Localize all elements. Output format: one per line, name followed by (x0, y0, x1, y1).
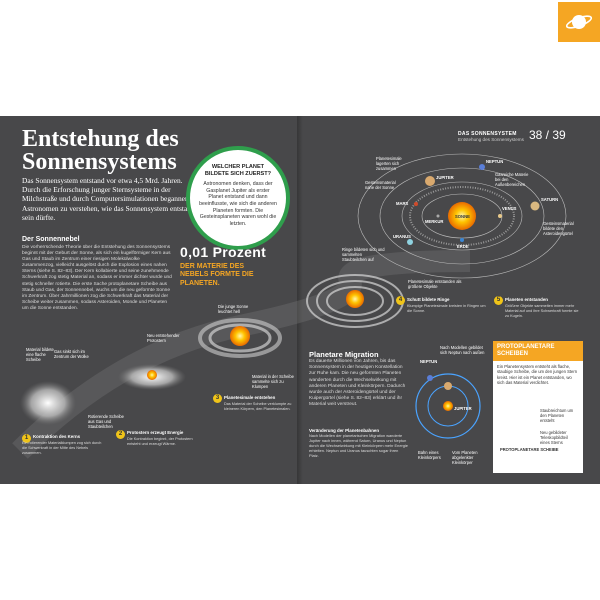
migration-text: Es dauerte Millionen von Jahren, bis das… (309, 359, 406, 408)
planet-mars-dot (414, 202, 418, 206)
step-5-title: Planeten entstanden (505, 297, 548, 302)
stage2-protostar (147, 370, 157, 380)
step-3-title: Planetesimale entstehen (224, 395, 276, 400)
planet-label-venus: VENUS (502, 206, 517, 211)
step-3-number: 3 (213, 394, 222, 403)
step-2-number: 2 (116, 430, 125, 439)
step-4-text: Klumpige Planetesimale kreisten in Ringe… (407, 304, 486, 313)
page-numbers: 38 / 39 (529, 128, 566, 142)
planet-jupiter-dot (425, 176, 435, 186)
step-5-number: 5 (494, 296, 503, 305)
label-gas-cloud: Gas sinkt sich im Zentrum der Wolke (54, 349, 89, 359)
stage1-cloud (20, 381, 76, 425)
stage2-disc (118, 364, 186, 390)
label-planet-cores: Planetesimale lagerten sich zusammen (376, 156, 402, 171)
stage4-rings (306, 274, 404, 328)
question-answer: Astronomen denken, dass der Gasplanet Ju… (199, 181, 277, 227)
label-material-in-disc: Material in der Scheibe sammelte sich zu… (252, 374, 294, 389)
stage3-disc (198, 318, 282, 358)
label-rocky-material: Gesteinsmaterial nahe der Sonne (365, 180, 396, 190)
nebula-heading: Der Sonnennebel (22, 236, 80, 243)
step-3-text: Das Material der Scheibe verklumpte zu k… (224, 402, 292, 411)
section-header: DAS SONNENSYSTEM (458, 131, 517, 137)
nebula-text: Die vorherrschende Theorie über die Ents… (22, 245, 172, 311)
label-new-protostar: Neu entstehender Protostern (147, 333, 180, 343)
label-rings: Ringe bildeten sich und sammelten Staubt… (342, 247, 385, 262)
migration-label-a: Nach Modellen gebildet sich Neptun nach … (440, 345, 485, 355)
migration-jupiter (444, 382, 452, 390)
book-gutter (297, 116, 303, 484)
intro-paragraph: Das Sonnensystem entstand vor etwa 4,5 M… (22, 176, 202, 222)
planet-uranus-dot (407, 239, 413, 245)
planet-label-earth: ERDE (457, 244, 469, 249)
label-material: Material bildete eine flache Scheibe (26, 347, 54, 362)
planet-saturn-dot (530, 201, 540, 211)
migration-sub-title: Veränderung der Planetenbahnen (309, 428, 380, 433)
planet-neptune-dot (479, 164, 485, 170)
protobox-label-new: Neu gebildeter Teleskopbildteil eines St… (540, 430, 568, 445)
planet-mercury-dot (436, 214, 440, 218)
step-5-text: Größere Objekte sammelten immer mehr Mat… (505, 304, 579, 318)
planet-venus-dot (498, 214, 502, 218)
planet-label-neptune: NEPTUN (486, 159, 504, 164)
migration-label-b: Bahn eines Kleinkörpers (418, 450, 441, 460)
page-title: Entstehung des Sonnensystems (22, 126, 179, 175)
stage3-sun (230, 326, 250, 346)
protobox-title: PROTOPLANETARE SCHEIBEN (493, 341, 583, 361)
label-young-sun: Die junge Sonne leuchtet hell (218, 304, 249, 314)
protobox-text: Ein Planetensystem entsteht als flache, … (497, 364, 578, 386)
migration-sub-text: Nach Modellen der planetarischen Migrati… (309, 433, 408, 458)
protobox-caption: PROTOPLANETARE SCHEIBE (500, 447, 559, 452)
subsection-header: Entstehung des Sonnensystems (458, 137, 524, 142)
step-2-text: Die Kontraktion beginnt, der Protostern … (127, 437, 193, 446)
label-gas-material: Gasreiche Materie bei den Außenbereichen (495, 172, 529, 187)
step-1-number: 1 (22, 434, 31, 443)
step-1-text: Ein rotierender Materialklumpen zog sich… (22, 441, 102, 455)
label-planetesimals: Planetesimale entstanden als größere Obj… (408, 279, 462, 289)
chapter-tab (558, 2, 600, 42)
stage4-sun (346, 290, 364, 308)
planet-label-mars: MARS (396, 201, 409, 206)
planet-label-uranus: URANUS (393, 234, 411, 239)
question-title: WELCHER PLANET BILDETE SICH ZUERST? (204, 164, 272, 177)
protobox-label-dust: Staubreichtum um den Planeten entsteht (540, 408, 574, 423)
protoplanetary-box: PROTOPLANETARE SCHEIBEN Ein Planetensyst… (493, 341, 583, 473)
book-spread: Entstehung des Sonnensystems Das Sonnens… (0, 116, 600, 484)
migration-neptune-label: NEPTUN (420, 359, 438, 364)
step-2-title: Protostern erzeugt Energie (127, 430, 184, 435)
step-4-number: 4 (396, 296, 405, 305)
question-bubble: WELCHER PLANET BILDETE SICH ZUERST? Astr… (186, 146, 290, 250)
migration-label-c: Vom Planeten abgelenkter Kleinkörper (452, 450, 478, 465)
stat-text: DER MATERIE DES NEBELS FORMTE DIE PLANET… (180, 263, 254, 287)
migration-jupiter-label: JUPITER (454, 406, 472, 411)
saturn-icon (565, 15, 593, 29)
migration-title: Planetare Migration (309, 350, 379, 359)
label-rotating-cloud: Rotierende Scheibe aus Gas und Staubteil… (88, 414, 124, 429)
step-4-title: Schutt bildete Ringe (407, 297, 450, 302)
stat-value: 0,01 Prozent (180, 244, 267, 260)
planet-label-saturn: SATURN (541, 197, 559, 202)
migration-neptune (427, 375, 433, 381)
planet-label-jupiter: JUPITER (436, 175, 454, 180)
planet-label-sun: SONNE (455, 214, 470, 219)
label-asteroid-belt: Gesteinsmaterial bildete den Asteroideng… (543, 221, 574, 236)
step-1-title: Kontraktion des Kerns (33, 434, 81, 439)
planet-label-mercury: MERKUR (425, 219, 444, 224)
planet-earth-dot (460, 238, 464, 242)
migration-sun (443, 401, 453, 411)
